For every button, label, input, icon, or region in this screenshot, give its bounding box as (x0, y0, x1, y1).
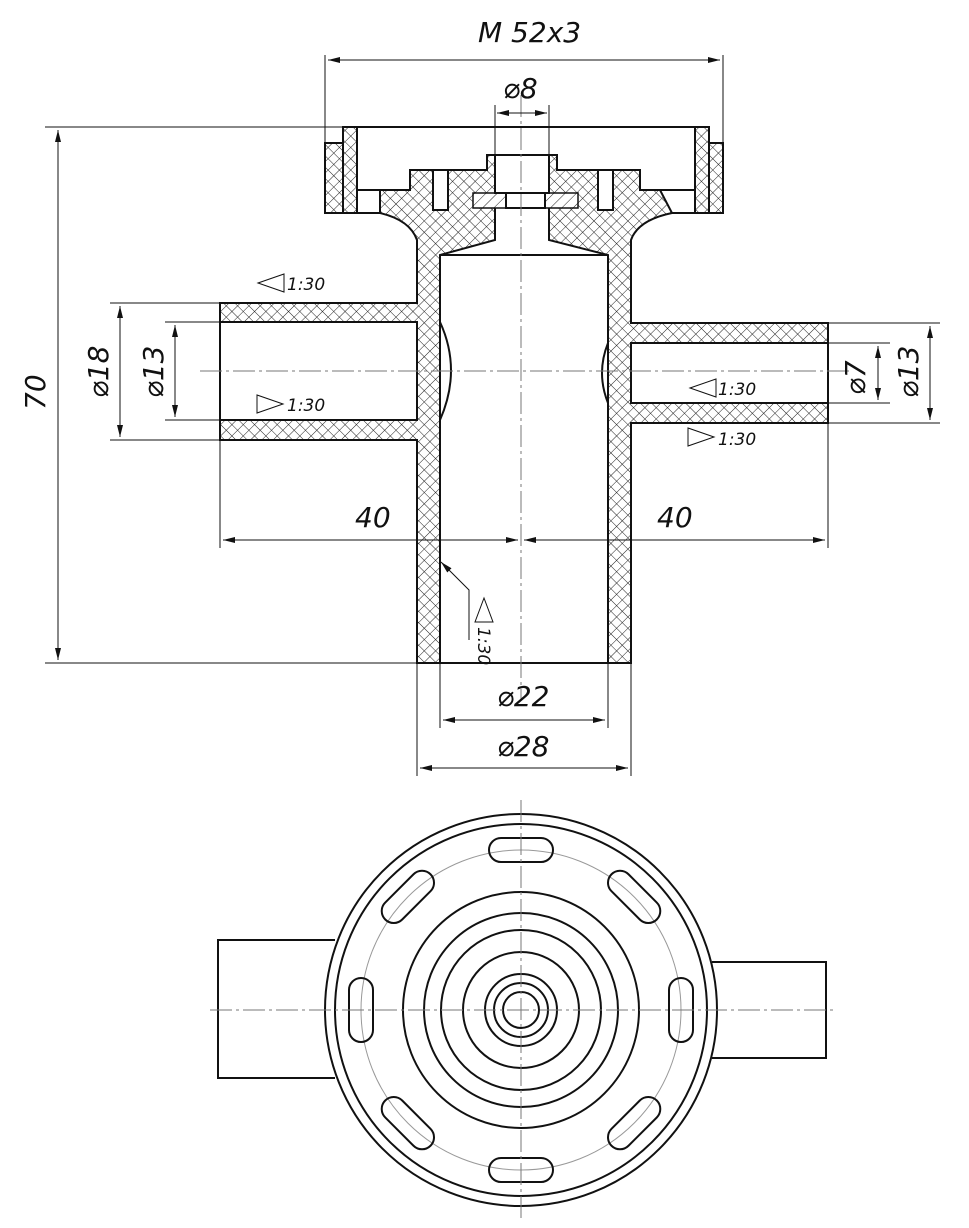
vent-slot (606, 1095, 662, 1151)
taper-left-top: 1:30 (287, 275, 325, 295)
cap-ring-right-outer (708, 142, 724, 214)
dim-d22: ⌀22 (497, 680, 550, 713)
section-view (200, 95, 850, 700)
vent-slot (606, 869, 662, 925)
washer-right (544, 192, 579, 209)
dim-d8: ⌀8 (503, 72, 538, 105)
dim-70: 70 (19, 374, 52, 410)
dim-d7: ⌀7 (839, 360, 872, 395)
dim-d28: ⌀28 (497, 730, 550, 763)
vent-slot (380, 1095, 436, 1151)
taper-icon (687, 427, 716, 447)
taper-icon (256, 273, 285, 293)
cap-ring-right-inner (694, 126, 710, 214)
taper-right-inner: 1:30 (718, 380, 756, 400)
taper-icon (474, 596, 494, 623)
thread-label: M 52x3 (478, 16, 581, 49)
body-wall-left (219, 154, 496, 664)
cap-ring-left-outer (324, 142, 344, 214)
cap-ring-left-inner (342, 126, 358, 214)
dim-40-right: 40 (657, 501, 693, 534)
dimensions: M 52x3 ⌀8 70 ⌀18 ⌀13 ⌀7 ⌀13 40 40 (19, 16, 940, 776)
taper-left-bottom: 1:30 (287, 396, 325, 416)
dim-d13-right: ⌀13 (892, 346, 925, 399)
taper-icon (688, 378, 717, 398)
vent-slot (380, 869, 436, 925)
taper-icon (256, 394, 285, 414)
dim-40-left: 40 (355, 501, 391, 534)
washer-left (472, 192, 507, 209)
body-wall-right (548, 154, 829, 664)
top-view (210, 800, 835, 1222)
dim-d18: ⌀18 (82, 346, 115, 399)
taper-right-outer: 1:30 (718, 430, 756, 450)
dim-d13-left: ⌀13 (137, 346, 170, 399)
taper-body: 1:30 (473, 627, 493, 665)
